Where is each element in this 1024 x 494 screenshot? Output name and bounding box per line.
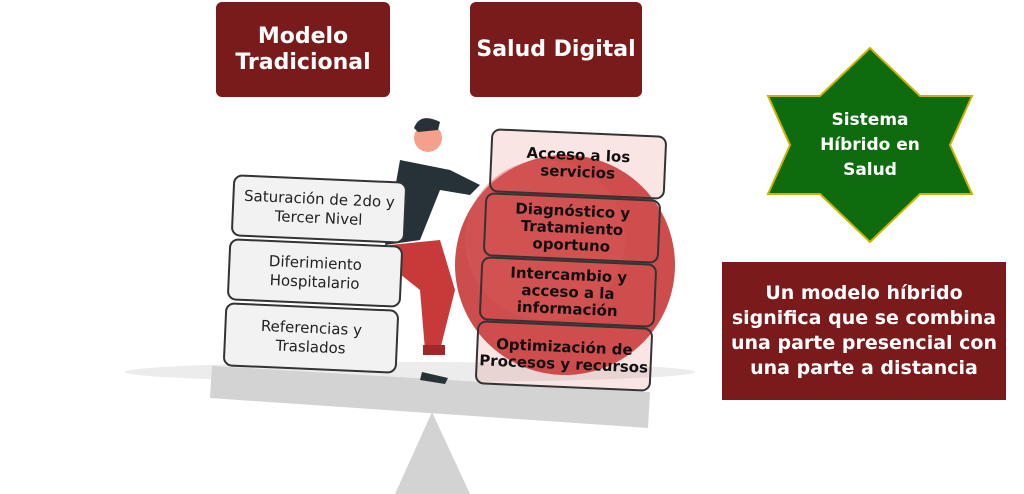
plank bbox=[210, 366, 650, 428]
header-modelo-tradicional: Modelo Tradicional bbox=[216, 2, 390, 97]
header-salud-digital: Salud Digital bbox=[470, 2, 642, 97]
definition-box: Un modelo híbrido significa que se combi… bbox=[722, 262, 1006, 400]
star-label: Sistema Híbrido en Salud bbox=[820, 110, 920, 180]
fulcrum bbox=[395, 412, 470, 494]
red-ball bbox=[455, 155, 675, 375]
person-figure bbox=[385, 118, 480, 384]
